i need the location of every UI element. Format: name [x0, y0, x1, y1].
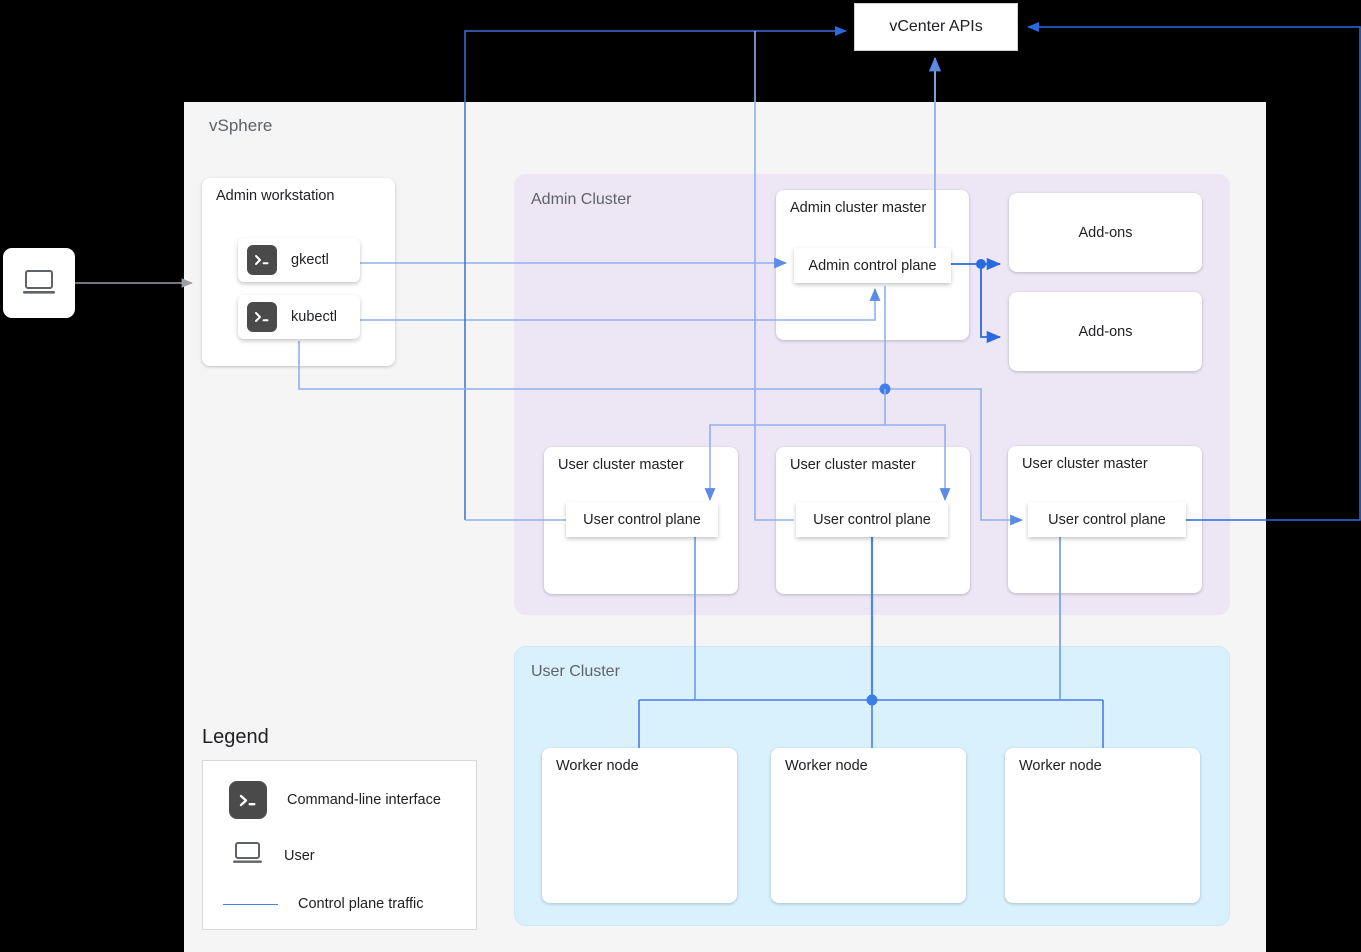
admin-workstation-title: Admin workstation — [216, 188, 335, 204]
admin-cluster-label: Admin Cluster — [531, 191, 632, 208]
legend-label-traffic: Control plane traffic — [298, 896, 424, 912]
cli-gkectl-label: gkectl — [291, 252, 329, 268]
terminal-icon — [247, 245, 277, 275]
admin-control-plane-node[interactable]: Admin control plane — [794, 248, 951, 283]
user-control-plane-label-3: User control plane — [1048, 511, 1166, 528]
user-control-plane-node-3[interactable]: User control plane — [1028, 502, 1186, 537]
legend-title: Legend — [202, 726, 269, 748]
addon-node-2[interactable]: Add-ons — [1009, 292, 1202, 371]
legend-box: Command-line interface User Control plan… — [202, 760, 477, 930]
vcenter-apis-label: vCenter APIs — [889, 18, 983, 35]
legend-item-user: User — [232, 841, 315, 871]
user-control-plane-label-1: User control plane — [583, 511, 701, 528]
admin-cluster-master-title: Admin cluster master — [790, 200, 927, 216]
terminal-icon — [229, 781, 267, 819]
legend-label-cli: Command-line interface — [287, 792, 441, 808]
laptop-icon — [23, 270, 55, 294]
cli-kubectl[interactable]: kubectl — [238, 295, 360, 339]
admin-control-plane-label: Admin control plane — [808, 257, 937, 274]
addon-label-2: Add-ons — [1078, 323, 1133, 340]
user-cluster-master-title-3: User cluster master — [1022, 456, 1148, 472]
laptop-icon — [232, 841, 264, 871]
user-control-plane-label-2: User control plane — [813, 511, 931, 528]
cli-kubectl-label: kubectl — [291, 309, 337, 325]
user-cluster-master-title-1: User cluster master — [558, 457, 684, 473]
worker-node-2[interactable]: Worker node — [771, 748, 966, 903]
worker-node-3[interactable]: Worker node — [1005, 748, 1200, 903]
worker-node-1[interactable]: Worker node — [542, 748, 737, 903]
legend-label-user: User — [284, 848, 315, 864]
vcenter-apis-node[interactable]: vCenter APIs — [854, 3, 1018, 51]
terminal-icon — [247, 302, 277, 332]
legend-item-cli: Command-line interface — [229, 781, 441, 819]
addon-label-1: Add-ons — [1078, 224, 1133, 241]
user-cluster-master-title-2: User cluster master — [790, 457, 916, 473]
worker-node-title-1: Worker node — [556, 758, 639, 774]
addon-node-1[interactable]: Add-ons — [1009, 193, 1202, 272]
legend-item-traffic: Control plane traffic — [223, 896, 423, 912]
user-cluster-label: User Cluster — [531, 663, 620, 680]
cli-gkectl[interactable]: gkectl — [238, 238, 360, 282]
vsphere-label: vSphere — [209, 116, 273, 135]
user-control-plane-node-2[interactable]: User control plane — [796, 502, 948, 537]
worker-node-title-2: Worker node — [785, 758, 868, 774]
line-swatch-icon — [223, 903, 278, 905]
user-control-plane-node-1[interactable]: User control plane — [566, 502, 718, 537]
user-node[interactable] — [3, 248, 75, 318]
worker-node-title-3: Worker node — [1019, 758, 1102, 774]
